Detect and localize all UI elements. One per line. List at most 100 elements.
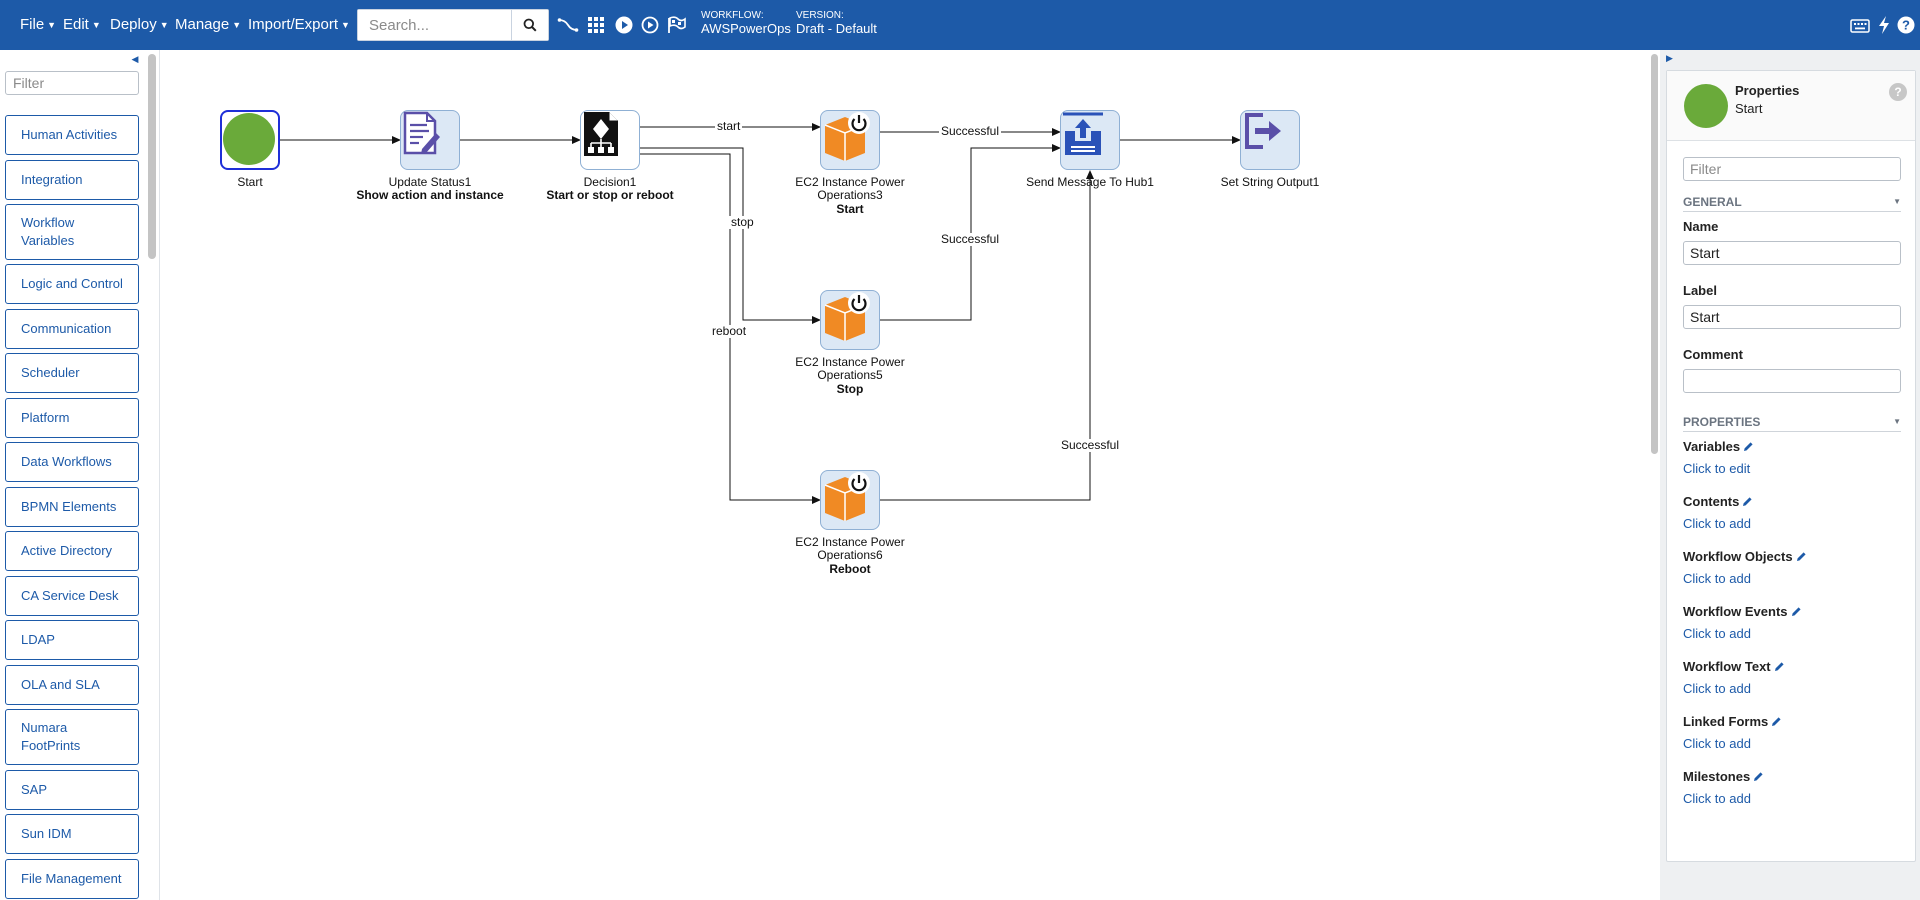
- milestones-add-link[interactable]: Click to add: [1683, 791, 1751, 806]
- properties-filter-input[interactable]: [1683, 157, 1901, 181]
- palette-item-active-directory[interactable]: Active Directory: [5, 531, 139, 571]
- send-message-icon: [1063, 112, 1103, 155]
- grid-icon[interactable]: [585, 14, 607, 36]
- palette-item-sun-idm[interactable]: Sun IDM: [5, 814, 139, 854]
- canvas-scrollbar[interactable]: [1651, 54, 1658, 454]
- keyboard-icon[interactable]: [1849, 15, 1871, 37]
- comment-field[interactable]: [1683, 369, 1901, 393]
- menu-import-export-label: Import/Export: [248, 16, 339, 33]
- palette-item-ldap[interactable]: LDAP: [5, 620, 139, 660]
- palette-item-platform[interactable]: Platform: [5, 398, 139, 438]
- palette-item-sap[interactable]: SAP: [5, 770, 139, 810]
- connector-icon[interactable]: [557, 14, 579, 36]
- palette-item-scheduler[interactable]: Scheduler: [5, 353, 139, 393]
- workflow-label: WORKFLOW:: [701, 10, 764, 21]
- contents-add-link[interactable]: Click to add: [1683, 516, 1751, 531]
- workflow-objects-add-link[interactable]: Click to add: [1683, 571, 1751, 586]
- node-start[interactable]: [220, 110, 280, 170]
- palette-filter-input[interactable]: [5, 71, 139, 95]
- palette-item-ola-and-sla[interactable]: OLA and SLA: [5, 665, 139, 705]
- edge-label-successful: Successful: [1059, 438, 1122, 452]
- search-input[interactable]: [358, 10, 510, 40]
- prop-workflow-objects-label: Workflow Objects: [1683, 549, 1807, 564]
- pencil-icon[interactable]: [1796, 551, 1807, 562]
- menu-deploy[interactable]: Deploy▼: [110, 0, 169, 50]
- play-circle-icon[interactable]: [639, 14, 661, 36]
- help-icon[interactable]: ?: [1895, 14, 1917, 36]
- palette-item-communication[interactable]: Communication: [5, 309, 139, 349]
- linked-forms-add-link[interactable]: Click to add: [1683, 736, 1751, 751]
- palette-item-file-management[interactable]: File Management: [5, 859, 139, 899]
- collapse-left-icon[interactable]: ◀: [131, 54, 139, 64]
- pencil-icon[interactable]: [1774, 661, 1785, 672]
- menu-edit-label: Edit: [63, 16, 89, 33]
- node-start-title: Start: [237, 175, 263, 189]
- properties-title: Properties: [1735, 83, 1800, 98]
- menu-import-export[interactable]: Import/Export▼: [248, 0, 350, 50]
- palette-item-integration[interactable]: Integration: [5, 160, 139, 200]
- collapse-right-icon[interactable]: ▶: [1666, 53, 1673, 63]
- menu-manage[interactable]: Manage▼: [175, 0, 241, 50]
- prop-workflow-text-text: Workflow Text: [1683, 659, 1771, 674]
- document-edit-icon: [403, 111, 440, 155]
- node-ec2-start[interactable]: [820, 110, 880, 170]
- variables-edit-link[interactable]: Click to edit: [1683, 461, 1751, 476]
- prop-contents-label: Contents: [1683, 494, 1753, 509]
- properties-header: Properties Start ?: [1667, 71, 1915, 141]
- version-label: VERSION:: [796, 10, 844, 21]
- pencil-icon[interactable]: [1753, 771, 1764, 782]
- section-general[interactable]: GENERAL▼: [1683, 195, 1901, 212]
- menu-file[interactable]: File▼: [20, 0, 56, 50]
- palette-item-ca-service-desk[interactable]: CA Service Desk: [5, 576, 139, 616]
- comment-label: Comment: [1683, 347, 1743, 362]
- edge-decision-stop: [640, 147, 821, 324]
- palette-item-human-activities[interactable]: Human Activities: [5, 115, 139, 155]
- name-field[interactable]: [1683, 241, 1901, 265]
- pencil-icon[interactable]: [1771, 716, 1782, 727]
- node-ec2-start-title: EC2 Instance Power Operations3: [795, 175, 905, 202]
- label-field[interactable]: Start: [1683, 305, 1901, 329]
- caret-down-icon: ▼: [91, 20, 101, 30]
- search-button[interactable]: [511, 10, 548, 40]
- workflow-events-add-link[interactable]: Click to add: [1683, 626, 1751, 641]
- pencil-icon[interactable]: [1743, 441, 1754, 452]
- prop-workflow-events-text: Workflow Events: [1683, 604, 1788, 619]
- node-set-string-output[interactable]: [1240, 110, 1300, 170]
- lightning-icon[interactable]: [1873, 14, 1895, 36]
- palette-item-numara-footprints[interactable]: Numara FootPrints: [5, 709, 139, 765]
- exit-icon: [1245, 113, 1281, 149]
- svg-text:?: ?: [1902, 18, 1910, 33]
- node-update-status[interactable]: [400, 110, 460, 170]
- node-ec2-stop-label: Stop: [836, 382, 864, 396]
- workflow-canvas[interactable]: start stop reboot Successful Successful …: [160, 50, 1648, 900]
- menu-edit[interactable]: Edit▼: [63, 0, 101, 50]
- section-properties[interactable]: PROPERTIES▼: [1683, 415, 1901, 432]
- node-decision[interactable]: [580, 110, 640, 170]
- palette-item-bpmn-elements[interactable]: BPMN Elements: [5, 487, 139, 527]
- palette-scrollbar[interactable]: [148, 54, 156, 259]
- node-ec2-stop[interactable]: [820, 290, 880, 350]
- workflow-text-add-link[interactable]: Click to add: [1683, 681, 1751, 696]
- palette-item-logic-and-control[interactable]: Logic and Control: [5, 264, 139, 304]
- properties-subtitle: Start: [1735, 101, 1763, 116]
- palette-item-workflow-variables[interactable]: Workflow Variables: [5, 204, 139, 260]
- node-send-message[interactable]: [1060, 110, 1120, 170]
- prop-linked-forms-label: Linked Forms: [1683, 714, 1782, 729]
- node-ec2-reboot[interactable]: [820, 470, 880, 530]
- pencil-icon[interactable]: [1742, 496, 1753, 507]
- node-set-string-output-title: Set String Output1: [1220, 175, 1320, 189]
- caret-down-icon: ▼: [1893, 417, 1901, 426]
- palette-item-data-workflows[interactable]: Data Workflows: [5, 442, 139, 482]
- label-label: Label: [1683, 283, 1717, 298]
- node-send-message-title: Send Message To Hub1: [1026, 175, 1154, 189]
- pencil-icon[interactable]: [1791, 606, 1802, 617]
- menu-manage-label: Manage: [175, 16, 230, 33]
- play-icon[interactable]: [613, 14, 635, 36]
- decision-icon: [584, 112, 618, 156]
- node-ec2-reboot-label: Reboot: [829, 562, 871, 576]
- node-decision-label: Start or stop or reboot: [546, 188, 674, 202]
- caret-down-icon: ▼: [341, 20, 350, 30]
- help-icon[interactable]: ?: [1889, 83, 1907, 101]
- flag-icon[interactable]: [666, 14, 688, 36]
- node-decision-title: Decision1: [583, 175, 637, 189]
